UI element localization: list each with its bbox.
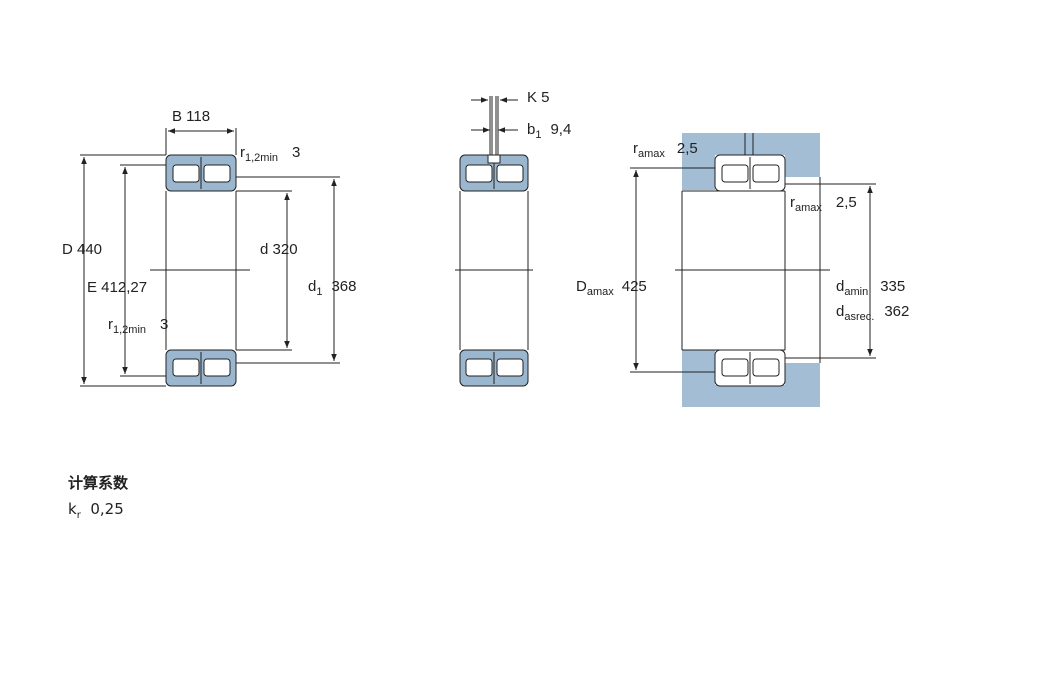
top-ring-section <box>165 154 237 192</box>
label-D: D 440 <box>62 241 102 258</box>
kr-subscript: r <box>76 510 81 521</box>
lubrication-groove-view <box>455 96 533 387</box>
groove-bottom-ring <box>459 349 529 387</box>
label-E: E 412,27 <box>87 279 147 296</box>
kr-symbol: k <box>68 500 77 518</box>
kr-factor: kr 0,25 <box>68 496 128 529</box>
label-B: B 118 <box>172 108 210 125</box>
kr-value: 0,25 <box>90 500 124 518</box>
abutment-view <box>630 133 876 407</box>
label-da-rec: dasrec.362 <box>836 303 909 323</box>
abutment-top-ring <box>714 133 786 192</box>
groove-top-ring <box>459 154 529 192</box>
calculation-factors: 计算系数 kr 0,25 <box>68 470 128 529</box>
label-K: K 5 <box>527 89 550 106</box>
calc-heading: 计算系数 <box>68 474 129 492</box>
label-d: d 320 <box>260 241 298 258</box>
bottom-ring-section <box>165 349 237 387</box>
abutment-bottom-ring <box>714 349 786 387</box>
bearing-section-view <box>80 128 340 387</box>
